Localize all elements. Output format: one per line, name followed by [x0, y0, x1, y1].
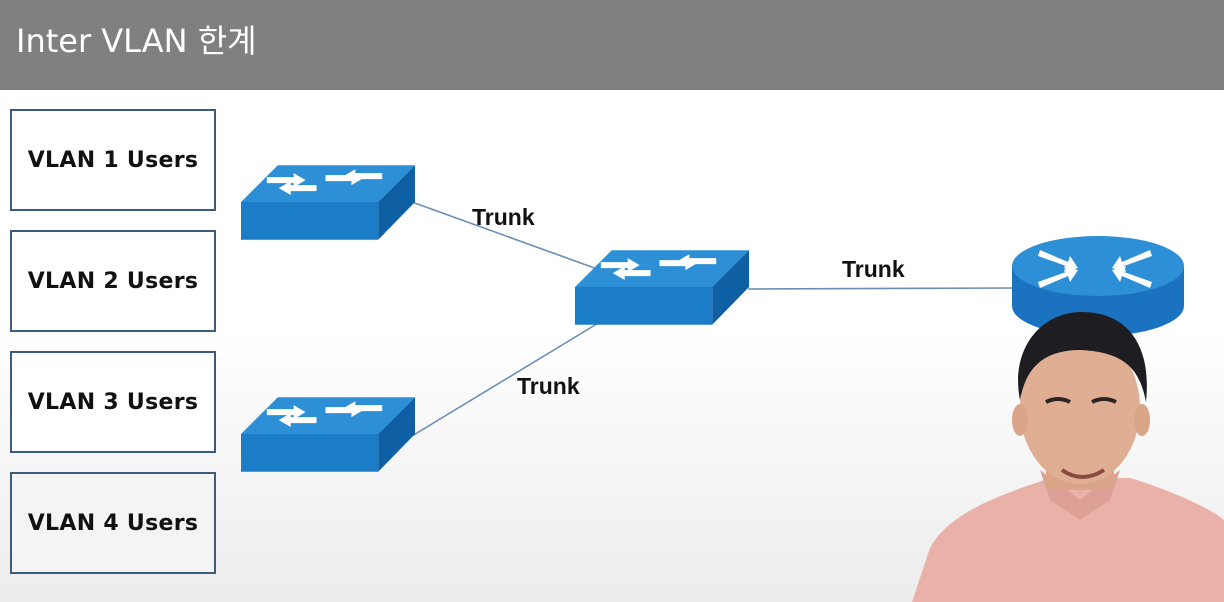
vlan-2-users-label: VLAN 2 Users	[27, 268, 199, 294]
trunk-label-top: Trunk	[472, 204, 535, 230]
vlan-1-users-box: VLAN 1 Users	[10, 109, 216, 211]
trunk-link-top	[411, 201, 601, 271]
trunk-label-bottom: Trunk	[517, 373, 580, 399]
vlan-2-users-box: VLAN 2 Users	[10, 230, 216, 332]
switch-icon	[575, 250, 749, 325]
vlan-3-users-box: VLAN 3 Users	[10, 351, 216, 453]
presenter-photo	[912, 312, 1224, 602]
vlan-4-users-label: VLAN 4 Users	[27, 510, 199, 536]
trunk-link-router	[747, 287, 1015, 290]
vlan-1-users-label: VLAN 1 Users	[27, 147, 199, 173]
switch-icon	[241, 165, 415, 240]
slide-title: Inter VLAN 한계	[16, 22, 257, 60]
vlan-3-users-label: VLAN 3 Users	[27, 389, 199, 415]
title-bar: Inter VLAN 한계	[0, 0, 1224, 90]
switch-icon	[241, 397, 415, 472]
trunk-link-bottom	[411, 321, 601, 437]
router-icon	[1012, 236, 1184, 336]
vlan-4-users-box: VLAN 4 Users	[10, 472, 216, 574]
trunk-label-router: Trunk	[842, 256, 905, 282]
